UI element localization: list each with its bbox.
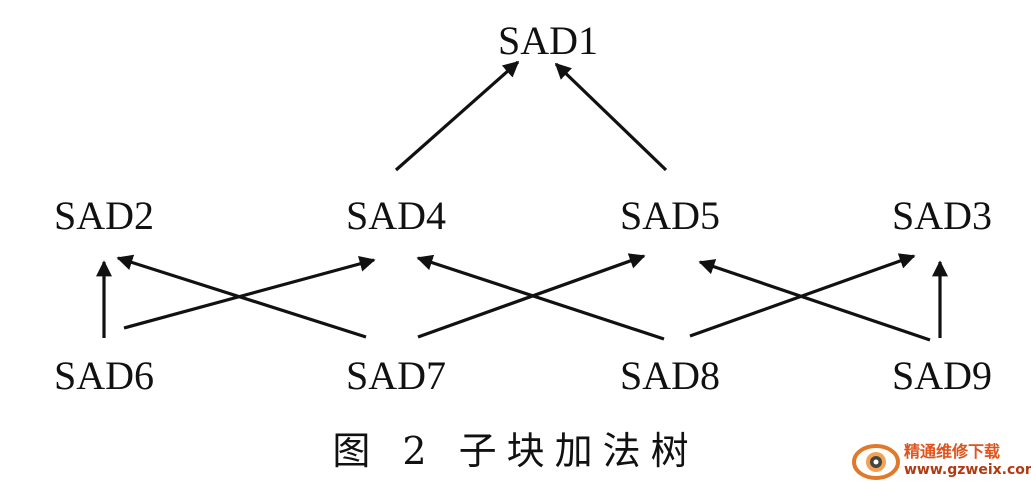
- edge-sad5-to-sad1: [554, 62, 668, 172]
- eye-logo-icon: [852, 444, 900, 480]
- node-sad5: SAD5: [620, 193, 720, 238]
- node-sad9: SAD9: [892, 353, 992, 398]
- node-sad2: SAD2: [54, 193, 154, 238]
- watermark-url: www.gzweix.com: [904, 462, 1031, 478]
- edges-layer: [96, 60, 948, 342]
- node-sad3: SAD3: [892, 193, 992, 238]
- node-sad8: SAD8: [620, 353, 720, 398]
- figure-caption: 图 2 子块加法树: [332, 429, 699, 473]
- node-sad1: SAD1: [498, 18, 598, 63]
- node-sad6: SAD6: [54, 353, 154, 398]
- edge-sad4-to-sad1: [394, 60, 520, 172]
- edge-sad9-to-sad5: [698, 259, 931, 342]
- edge-sad6-to-sad4: [123, 256, 376, 330]
- node-sad4: SAD4: [346, 193, 446, 238]
- edge-sad8-to-sad4: [416, 254, 665, 341]
- node-sad7: SAD7: [346, 353, 446, 398]
- edge-sad7-to-sad2: [116, 254, 367, 339]
- watermark: 精通维修下载 www.gzweix.com: [852, 432, 1031, 489]
- watermark-title: 精通维修下载: [904, 442, 1001, 461]
